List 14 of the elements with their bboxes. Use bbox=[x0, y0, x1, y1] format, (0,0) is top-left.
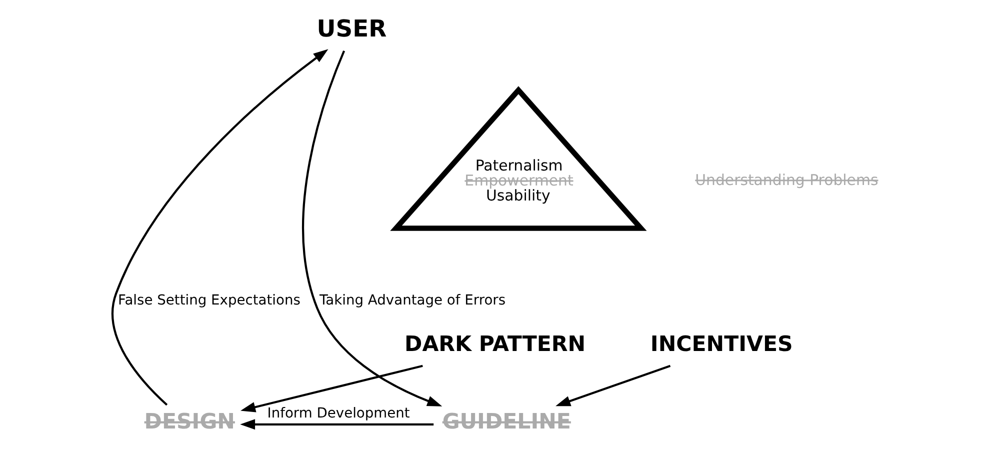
node-text: DESIGN bbox=[144, 410, 235, 435]
edge-label: Inform Development bbox=[267, 405, 410, 422]
arrow bbox=[112, 49, 328, 406]
node-text: DARK PATTERN bbox=[404, 332, 586, 357]
label: Understanding Problems bbox=[695, 171, 878, 190]
arrow bbox=[556, 364, 671, 406]
edge-label: Taking Advantage of Errors bbox=[320, 292, 506, 309]
node-text: INCENTIVES bbox=[650, 332, 793, 357]
arrow bbox=[240, 419, 434, 430]
node-text: GUIDELINE bbox=[442, 410, 571, 435]
arrow bbox=[302, 50, 442, 406]
arrow bbox=[240, 364, 423, 412]
edge-label: False Setting Expectations bbox=[118, 292, 300, 309]
node-text: USER bbox=[316, 14, 387, 43]
